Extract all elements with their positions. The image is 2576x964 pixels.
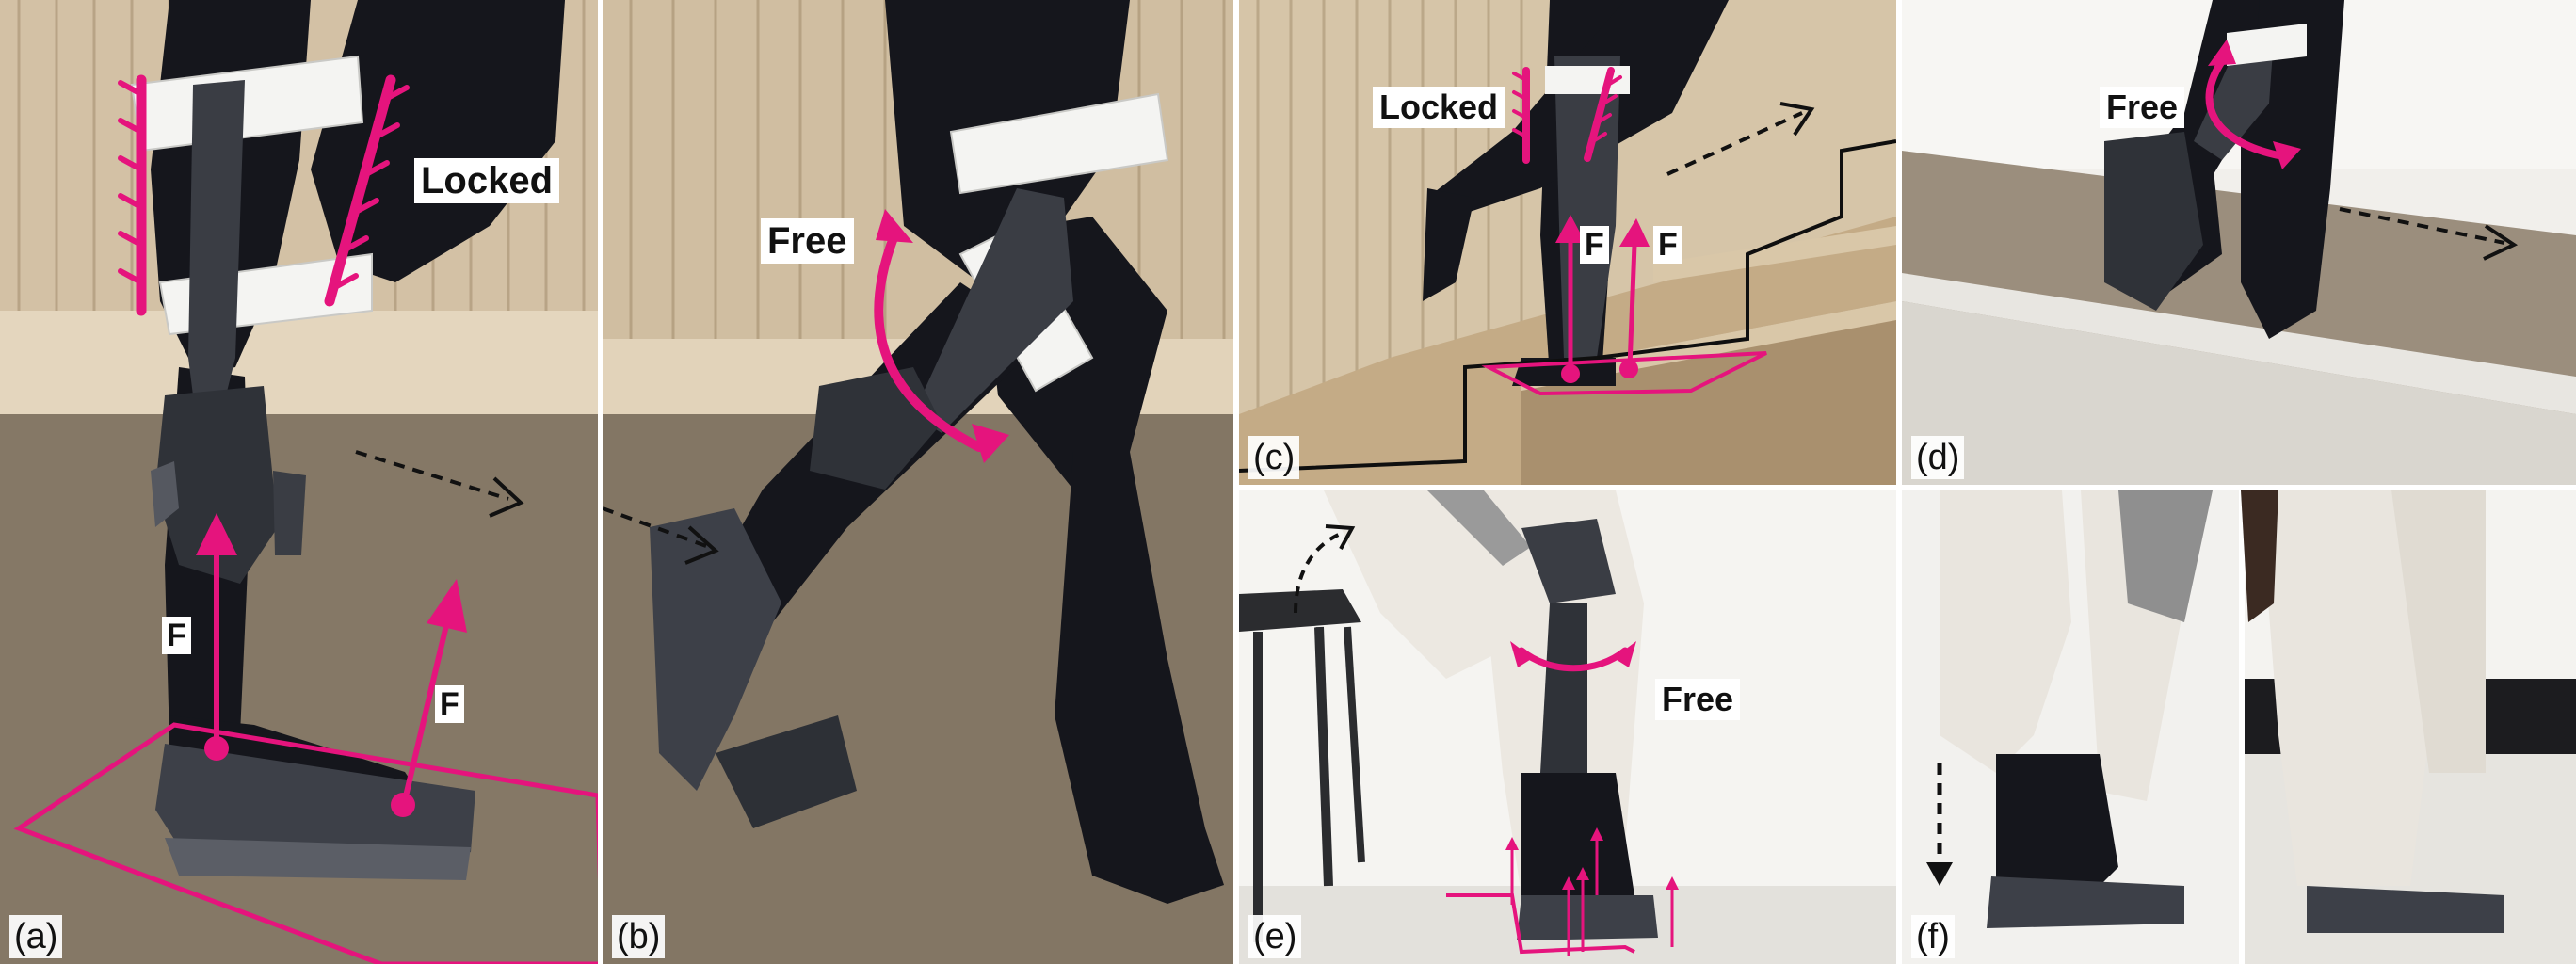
panel-e-photo	[1239, 490, 1896, 964]
panel-label: (a)	[9, 915, 63, 958]
panel-b-photo	[603, 0, 1233, 964]
panel-e: Free (e)	[1239, 490, 1896, 964]
panel-a: Locked F F (a)	[0, 0, 598, 964]
panel-f: (f)	[1902, 490, 2576, 964]
locked-label: Locked	[414, 158, 560, 203]
panel-label: (f)	[1911, 915, 1955, 958]
force-label: F	[162, 617, 191, 654]
locked-label: Locked	[1373, 87, 1505, 128]
free-label: Free	[1655, 679, 1741, 720]
panel-f-photo	[1902, 490, 2576, 964]
force-label: F	[1653, 226, 1682, 264]
force-label: F	[435, 685, 464, 723]
panel-c: Locked F F (c)	[1239, 0, 1896, 485]
force-label: F	[1580, 226, 1609, 264]
panel-d-photo	[1902, 0, 2576, 485]
free-label: Free	[761, 218, 854, 264]
panel-a-photo	[0, 0, 598, 964]
panel-c-photo	[1239, 0, 1896, 485]
panel-label: (e)	[1248, 915, 1302, 958]
panel-label: (b)	[612, 915, 666, 958]
panel-d: Free (d)	[1902, 0, 2576, 485]
panel-label: (d)	[1911, 436, 1965, 479]
panel-b: Free (b)	[603, 0, 1233, 964]
free-label: Free	[2100, 87, 2185, 128]
panel-label: (c)	[1248, 436, 1300, 479]
